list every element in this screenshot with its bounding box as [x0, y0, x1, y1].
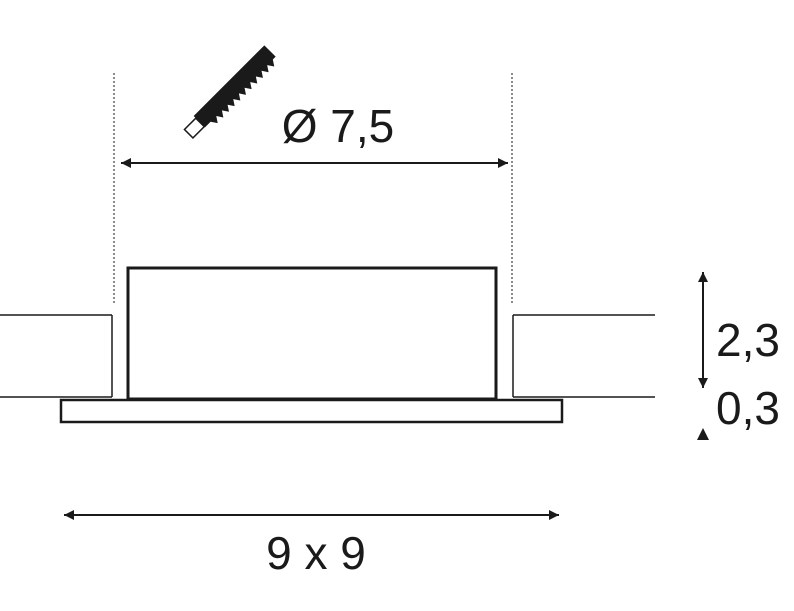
cutout-diameter-label: Ø 7,5 [282, 100, 395, 152]
flange-thickness-label: 0,3 [716, 382, 780, 434]
body-height-label: 2,3 [716, 314, 780, 366]
flange-thickness-arrow [697, 428, 709, 440]
luminaire-body [126, 266, 498, 401]
outer-size-label: 9 x 9 [266, 527, 366, 579]
ceiling-section-right [512, 314, 655, 398]
hole-saw-icon [183, 45, 276, 140]
luminaire-flange [59, 398, 564, 424]
ceiling-section-left [0, 314, 113, 398]
